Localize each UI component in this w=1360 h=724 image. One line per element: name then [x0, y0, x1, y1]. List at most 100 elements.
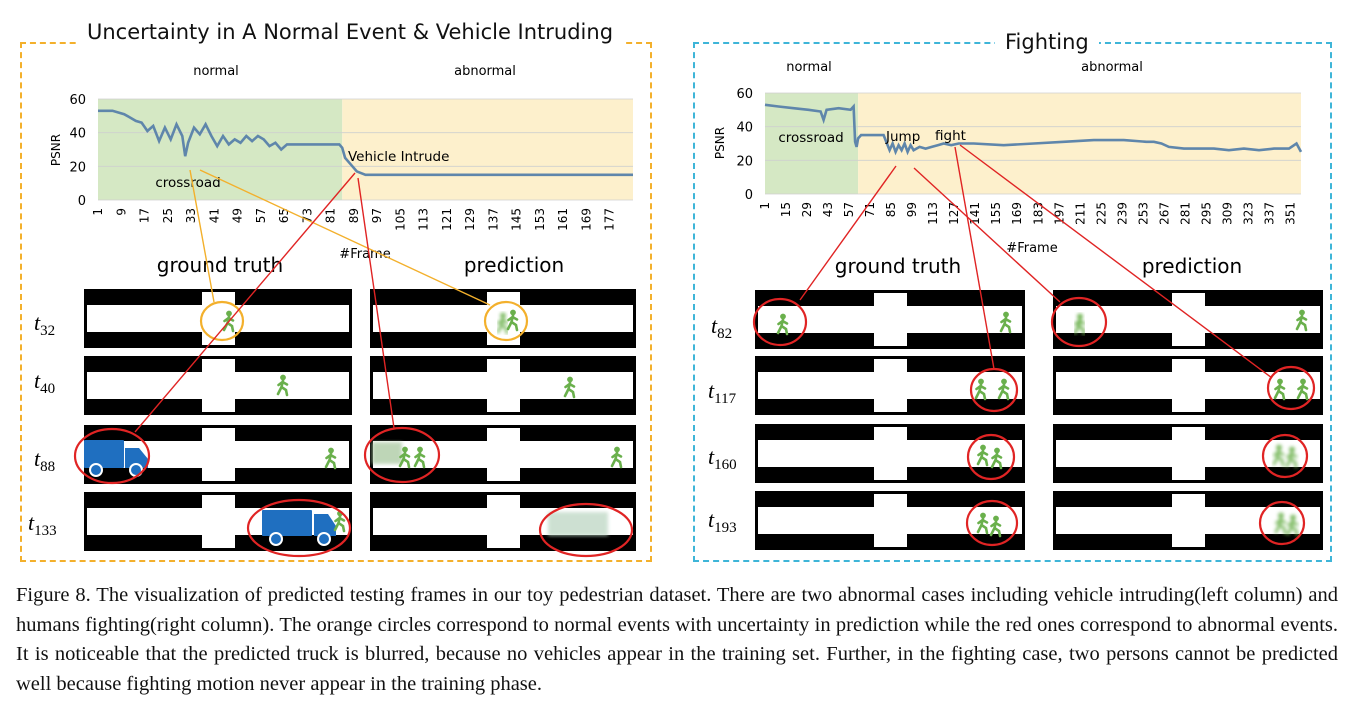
- x-tick-label: 121: [440, 208, 454, 231]
- crossroad-frame: [755, 290, 1025, 349]
- x-tick-label: 183: [1031, 202, 1045, 225]
- red-connector-arrow: [134, 172, 356, 433]
- left-time-label-2: t40: [34, 368, 55, 397]
- red-circle-marker: [538, 502, 634, 558]
- blurred-truck-icon: [372, 442, 402, 464]
- x-tick-label: 57: [842, 202, 856, 217]
- crossroad-frame: [755, 356, 1025, 415]
- x-tick-label: 129: [463, 208, 477, 231]
- orange-circle-marker: [483, 300, 529, 342]
- x-tick-label: 295: [1199, 202, 1213, 225]
- left-annotation-crossroad: crossroad: [155, 175, 220, 191]
- crossroad-frame: [1053, 356, 1323, 415]
- x-tick-label: 197: [1052, 202, 1066, 225]
- red-circle-marker: [1050, 296, 1108, 348]
- figure-caption: Figure 8. The visualization of predicted…: [16, 584, 1338, 695]
- y-tick-label: 0: [745, 188, 753, 203]
- crossroad-frame: [755, 491, 1025, 550]
- red-connector-arrow: [357, 177, 395, 429]
- right-abnormal-label: abnormal: [1081, 60, 1143, 75]
- x-tick-label: 323: [1241, 202, 1255, 225]
- x-tick-label: 17: [138, 208, 152, 223]
- left-abnormal-region: [342, 99, 633, 200]
- x-tick-label: 153: [533, 208, 547, 231]
- x-tick-label: 239: [1115, 202, 1129, 225]
- red-circle-marker: [73, 427, 151, 485]
- x-tick-label: 41: [207, 208, 221, 223]
- left-abnormal-label: abnormal: [454, 64, 516, 79]
- left-psnr-series: [98, 109, 633, 177]
- y-tick-label: 60: [69, 93, 86, 108]
- crossroad-frame: [84, 425, 352, 484]
- x-tick-label: 15: [779, 202, 793, 217]
- crossroad-frame: [84, 289, 352, 348]
- red-connector-arrow: [959, 144, 1273, 379]
- x-tick-label: 65: [277, 208, 291, 223]
- left-xlabel: #Frame: [339, 247, 390, 262]
- right-annotation-jump: Jump: [885, 129, 920, 145]
- orange-circle-marker: [199, 300, 245, 342]
- right-ground-truth-header: ground truth: [835, 254, 961, 278]
- x-tick-label: 97: [370, 208, 384, 223]
- orange-connector-arrow: [189, 169, 215, 303]
- right-xlabel: #Frame: [1006, 241, 1057, 256]
- y-tick-label: 0: [78, 194, 86, 209]
- x-tick-label: 85: [884, 202, 898, 217]
- left-time-label-3: t88: [34, 446, 55, 475]
- blurred-truck-icon: [548, 512, 608, 536]
- right-annotation-crossroad: crossroad: [778, 130, 843, 146]
- red-connector-arrow: [954, 146, 995, 370]
- x-tick-label: 57: [254, 208, 268, 223]
- red-circle-marker: [1261, 433, 1309, 479]
- left-ylabel: PSNR: [49, 134, 63, 166]
- x-tick-label: 9: [114, 208, 128, 216]
- right-normal-label: normal: [786, 60, 832, 75]
- x-tick-label: 267: [1157, 202, 1171, 225]
- crossroad-frame: [370, 356, 636, 415]
- left-panel-title: Uncertainty in A Normal Event & Vehicle …: [77, 20, 624, 44]
- x-tick-label: 113: [926, 202, 940, 225]
- orange-connector-arrow: [199, 169, 491, 306]
- x-tick-label: 29: [800, 202, 814, 217]
- right-ylabel: PSNR: [713, 127, 727, 159]
- right-time-label-1: t82: [711, 313, 732, 342]
- x-tick-label: 309: [1220, 202, 1234, 225]
- x-tick-label: 43: [821, 202, 835, 217]
- x-tick-label: 25: [161, 208, 175, 223]
- red-circle-marker: [966, 433, 1016, 481]
- left-time-label-4: t133: [28, 510, 57, 539]
- x-tick-label: 281: [1178, 202, 1192, 225]
- left-ground-truth-header: ground truth: [157, 253, 283, 277]
- right-time-label-2: t117: [708, 378, 737, 407]
- left-normal-region: [98, 99, 343, 200]
- x-tick-label: 161: [556, 208, 570, 231]
- red-circle-marker: [246, 498, 352, 558]
- x-tick-label: 71: [863, 202, 877, 217]
- x-tick-label: 99: [905, 202, 919, 217]
- right-panel-title: Fighting: [995, 30, 1099, 54]
- right-annotation-fight: fight: [935, 128, 966, 144]
- x-tick-label: 169: [579, 208, 593, 231]
- red-connector-arrow: [913, 167, 1061, 303]
- x-tick-label: 33: [184, 208, 198, 223]
- x-tick-label: 137: [486, 208, 500, 231]
- right-prediction-header: prediction: [1142, 254, 1242, 278]
- y-tick-label: 60: [736, 87, 753, 102]
- y-tick-label: 40: [736, 121, 753, 136]
- left-prediction-header: prediction: [464, 253, 564, 277]
- red-circle-marker: [965, 499, 1019, 547]
- red-circle-marker: [1266, 365, 1316, 411]
- x-tick-label: 105: [393, 208, 407, 231]
- right-psnr-series: [764, 103, 1303, 156]
- red-circle-marker: [363, 426, 441, 484]
- x-tick-label: 337: [1262, 202, 1276, 225]
- left-annotation-vehicle-intrude: Vehicle Intrude: [348, 149, 449, 165]
- x-tick-label: 73: [300, 208, 314, 223]
- crossroad-frame: [370, 425, 636, 484]
- x-tick-label: 155: [989, 202, 1003, 225]
- x-tick-label: 351: [1283, 202, 1297, 225]
- x-tick-label: 145: [510, 208, 524, 231]
- x-tick-label: 49: [231, 208, 245, 223]
